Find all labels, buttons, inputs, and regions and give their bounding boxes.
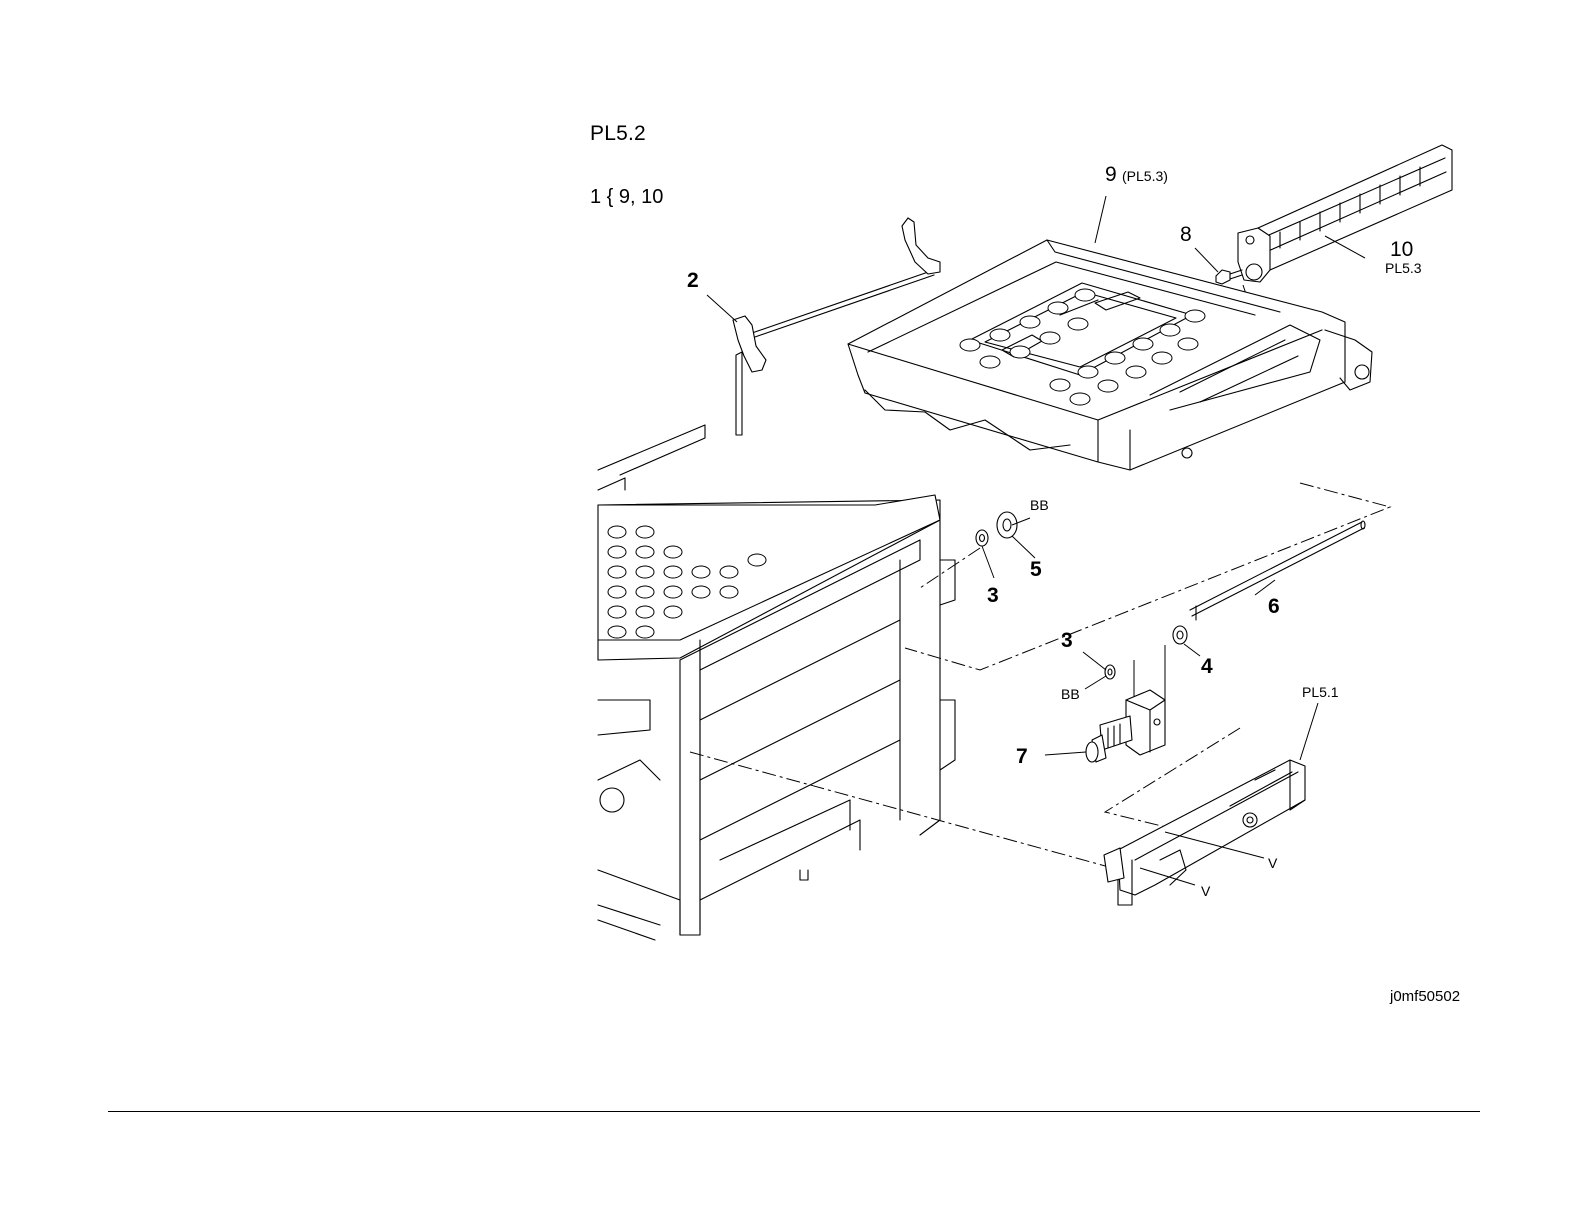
callout-3-lower: 3 [1061,629,1073,652]
callout-9: 9 [1105,163,1117,186]
callout-3-upper: 3 [987,584,999,607]
callout-4: 4 [1201,655,1213,678]
part-9-tray-assembly [848,240,1372,470]
label-v-right: V [1268,855,1278,871]
part-8-screw [1216,270,1242,284]
callout-8: 8 [1180,223,1192,246]
callout-9-ref: (PL5.3) [1122,168,1168,184]
label-bb-bottom: BB [1061,686,1080,702]
callout-7: 7 [1016,745,1028,768]
footer-rule [108,1111,1480,1112]
figure-id: j0mf50502 [1390,988,1460,1005]
callout-10-ref: PL5.3 [1385,260,1422,276]
callout-5: 5 [1030,558,1042,581]
part-3-washer-upper [976,530,988,546]
callout-10: 10 [1390,238,1413,261]
main-frame [598,425,955,940]
callout-2: 2 [687,269,699,292]
part-3-washer-lower [1105,665,1115,679]
part-7-solenoid-bracket [1086,690,1165,762]
label-pl5-1: PL5.1 [1302,684,1339,700]
part-5-gear [997,512,1017,538]
label-bb-top: BB [1030,497,1049,513]
label-v-left: V [1201,883,1211,899]
callout-6: 6 [1268,595,1280,618]
part-4-bushing [1173,626,1187,644]
